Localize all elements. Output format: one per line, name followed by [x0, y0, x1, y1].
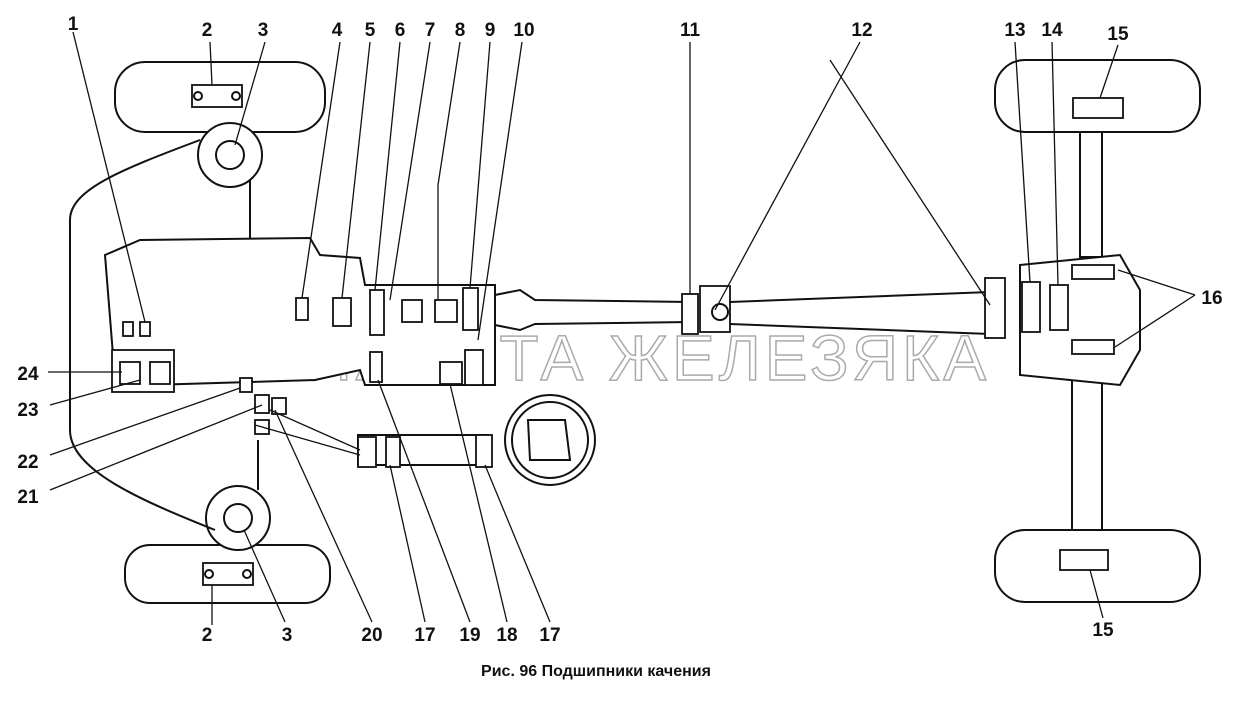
callout-3-bottom: 3 — [282, 625, 293, 646]
figure-caption: Рис. 96 Подшипники качения — [481, 663, 711, 680]
callout-17-b: 17 — [539, 625, 560, 646]
callout-16: 16 — [1201, 288, 1222, 309]
callout-2-bottom: 2 — [202, 625, 213, 646]
front-hub-bottom — [205, 440, 271, 551]
propeller-shaft — [494, 277, 1006, 339]
callout-1: 1 — [68, 14, 79, 35]
callout-8: 8 — [455, 20, 466, 41]
callout-15-bottom: 15 — [1092, 620, 1114, 641]
callout-13: 13 — [1004, 20, 1025, 41]
callout-23: 23 — [17, 400, 38, 421]
callout-10: 10 — [513, 20, 534, 41]
callout-12: 12 — [851, 20, 872, 41]
callout-17-a: 17 — [414, 625, 435, 646]
engine-block — [103, 236, 496, 393]
leader-lines — [48, 31, 1196, 625]
callout-24: 24 — [17, 364, 39, 385]
callout-6: 6 — [395, 20, 406, 41]
callout-18: 18 — [496, 625, 517, 646]
front-hub-top — [197, 122, 263, 240]
callout-22: 22 — [17, 452, 38, 473]
callout-9: 9 — [485, 20, 496, 41]
front-right-wheel — [124, 544, 331, 604]
callout-11: 11 — [680, 20, 701, 41]
callout-15-top: 15 — [1107, 24, 1129, 45]
callout-5: 5 — [365, 20, 376, 41]
callout-21: 21 — [17, 487, 39, 508]
callout-7: 7 — [425, 20, 436, 41]
callout-19: 19 — [459, 625, 480, 646]
front-left-wheel — [114, 61, 326, 133]
callout-2-top: 2 — [202, 20, 213, 41]
callout-20: 20 — [361, 625, 382, 646]
callout-3-top: 3 — [258, 20, 269, 41]
rear-axle — [994, 59, 1201, 603]
steering-column — [239, 377, 596, 486]
tie-line — [69, 139, 216, 531]
callout-4: 4 — [332, 20, 343, 41]
callout-14: 14 — [1041, 20, 1063, 41]
